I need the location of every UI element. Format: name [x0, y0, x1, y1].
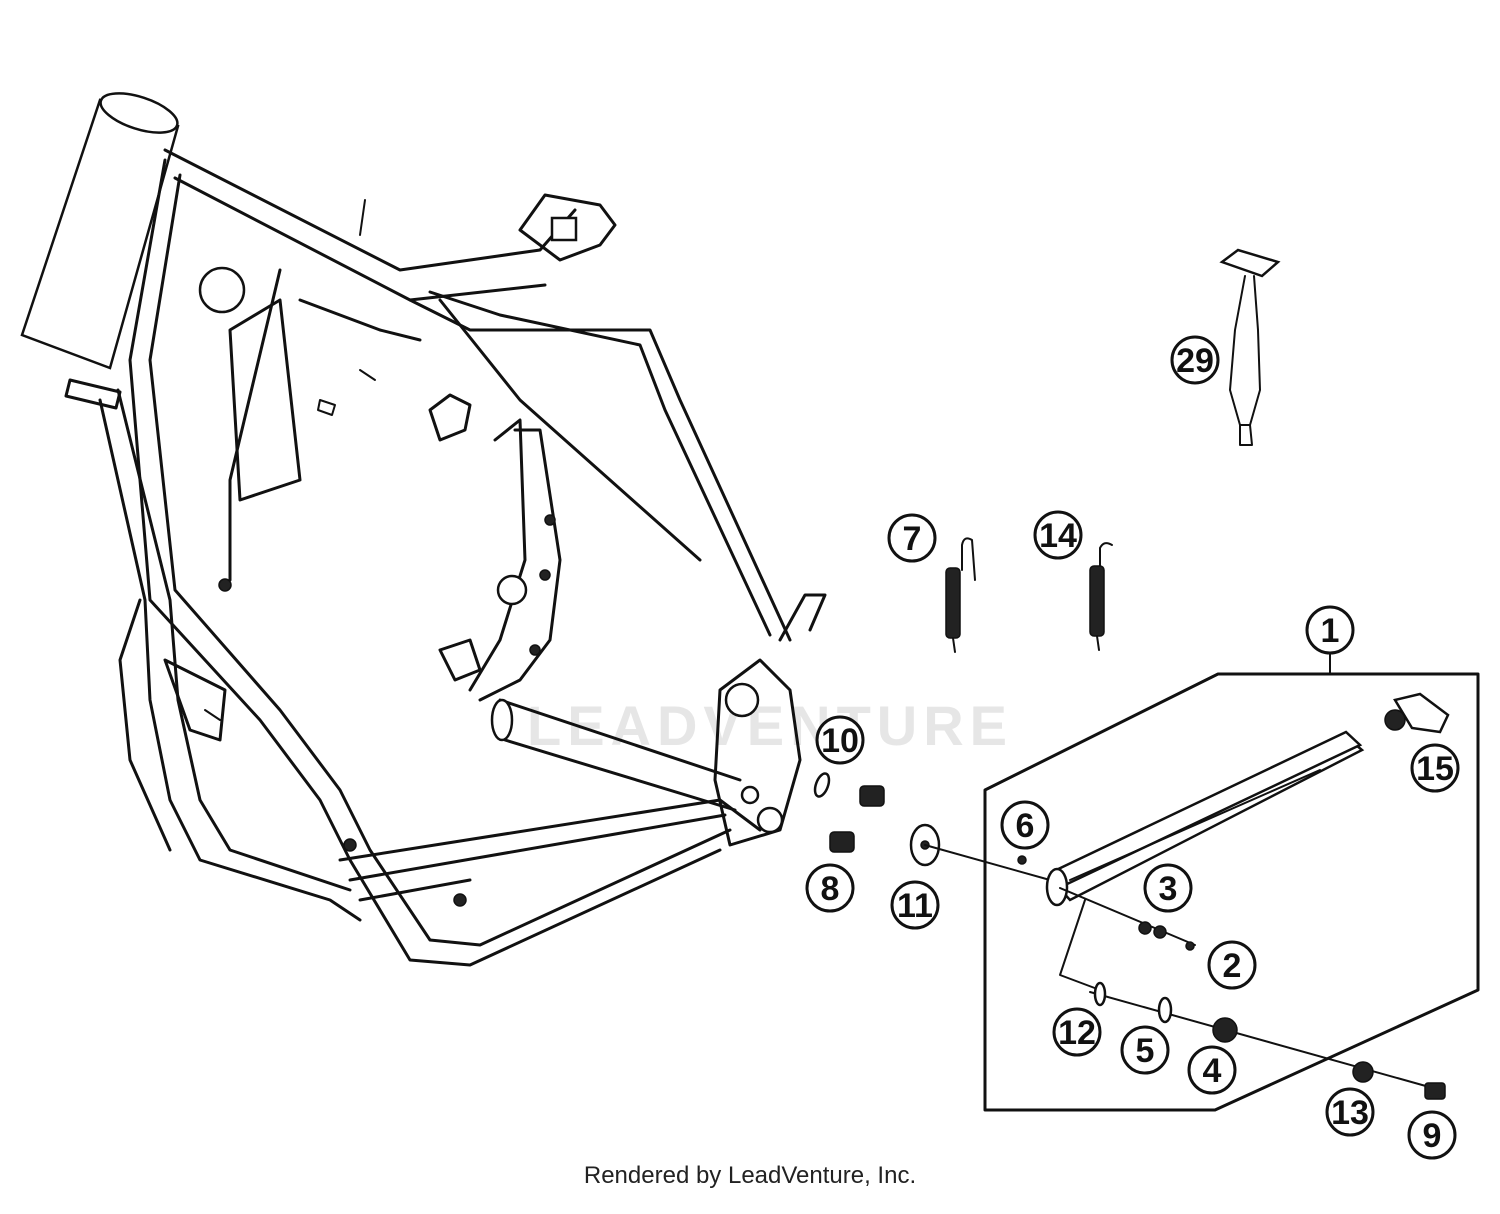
callout-6: 6: [1000, 800, 1050, 850]
callout-number: 5: [1136, 1032, 1155, 1070]
callout-number: 12: [1058, 1014, 1096, 1052]
part-10-washer: [813, 772, 831, 798]
callout-number: 8: [821, 870, 840, 908]
callout-10: 10: [815, 715, 865, 765]
part-2-bolt: [1059, 887, 1196, 951]
hardware-nuts: [829, 785, 885, 853]
callout-circle: [1143, 863, 1193, 913]
callout-circle: [805, 863, 855, 913]
callout-number: 15: [1416, 750, 1454, 788]
callout-circle: [1325, 1087, 1375, 1137]
motorcycle-frame: [20, 92, 827, 967]
callout-1: 1: [1305, 605, 1355, 655]
callout-circle: [1120, 1025, 1170, 1075]
stand-hardware: [1017, 855, 1446, 1100]
callout-number: 1: [1321, 612, 1340, 650]
callout-number: 11: [897, 887, 933, 925]
callout-number: 13: [1331, 1094, 1369, 1132]
callout-circle: [1207, 940, 1257, 990]
callout-number: 2: [1223, 947, 1242, 985]
footer-credit: Rendered by LeadVenture, Inc.: [583, 1162, 917, 1189]
callout-11: 11: [890, 880, 940, 930]
callout-number: 29: [1176, 342, 1214, 380]
callout-3: 3: [1143, 863, 1193, 913]
callout-13: 13: [1325, 1087, 1375, 1137]
part-29-tool: [1219, 248, 1281, 446]
callout-2: 2: [1207, 940, 1257, 990]
callout-7: 7: [887, 513, 937, 563]
callout-12: 12: [1052, 1007, 1102, 1057]
callout-number: 6: [1016, 807, 1035, 845]
callout-number: 9: [1423, 1117, 1442, 1155]
part-11-washer: [909, 823, 1051, 881]
callout-15: 15: [1410, 743, 1460, 793]
callout-9: 9: [1407, 1110, 1457, 1160]
callout-circle: [1410, 743, 1460, 793]
side-stand: [1045, 730, 1365, 991]
callout-5: 5: [1120, 1025, 1170, 1075]
callout-circle: [887, 513, 937, 563]
callout-circle: [1000, 800, 1050, 850]
callout-circle: [1187, 1045, 1237, 1095]
callout-4: 4: [1187, 1045, 1237, 1095]
callout-circle: [1305, 605, 1355, 655]
callout-number: 14: [1039, 517, 1077, 555]
callout-circle: [1033, 510, 1083, 560]
part-1-assembly-box: [983, 651, 1480, 1112]
part-15-bracket: [1384, 692, 1450, 734]
callout-number: 4: [1203, 1052, 1222, 1090]
callout-circle: [1052, 1007, 1102, 1057]
callout-29: 29: [1170, 335, 1220, 385]
callout-number: 10: [821, 722, 859, 760]
callout-number: 7: [903, 520, 922, 558]
callout-circle: [1170, 335, 1220, 385]
part-14-spring: [1089, 542, 1113, 651]
callout-8: 8: [805, 863, 855, 913]
part-7-spring: [945, 537, 976, 653]
callout-circle: [1407, 1110, 1457, 1160]
watermark: LEADVENTURE: [527, 694, 1013, 757]
callout-14: 14: [1033, 510, 1083, 560]
callout-circle: [815, 715, 865, 765]
callout-circle: [890, 880, 940, 930]
callout-number: 3: [1159, 870, 1178, 908]
